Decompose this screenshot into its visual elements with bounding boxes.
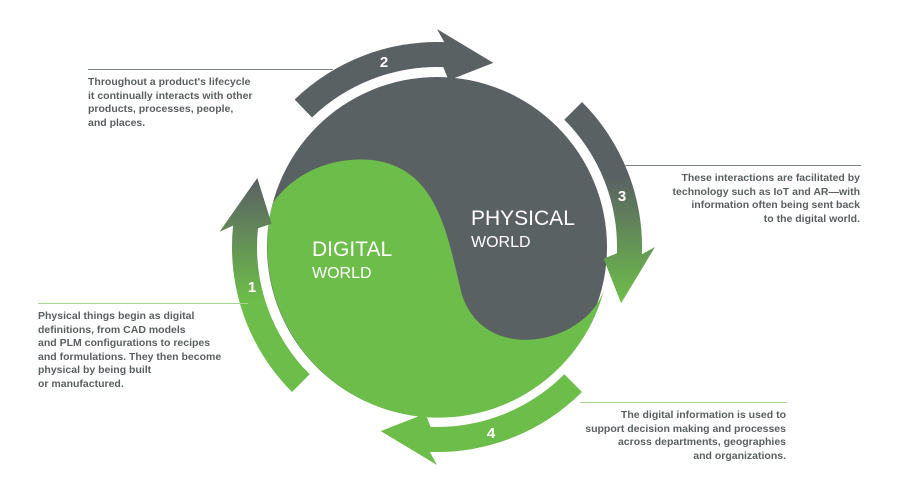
- step-number-2: 2: [380, 54, 388, 71]
- text-line: products, processes, people,: [88, 103, 234, 115]
- text-line: physical by being built: [38, 364, 152, 376]
- text-line: These interactions are facilitated by: [681, 172, 860, 184]
- divider-step-1: [38, 303, 248, 304]
- text-line: or manufactured.: [38, 377, 124, 390]
- step-3-description: These interactions are facilitated by te…: [673, 172, 860, 226]
- text-line: across departments, geographies: [617, 436, 786, 448]
- digital-world-title: DIGITAL: [312, 238, 392, 261]
- text-line: and formulations. They then become: [38, 350, 222, 363]
- digital-world-region: [267, 159, 604, 418]
- divider-step-4: [580, 402, 787, 403]
- arrow-step-4: [380, 374, 582, 465]
- text-line: Physical things begin as digital: [38, 310, 195, 322]
- arrow-step-1: [219, 178, 310, 392]
- step-number-4: 4: [487, 425, 496, 442]
- text-line: to the digital world.: [763, 212, 860, 225]
- text-line: support decision making and processes: [585, 422, 786, 435]
- text-line: and PLM configurations to recipes: [38, 337, 211, 349]
- text-line: and organizations.: [693, 449, 786, 462]
- arrow-step-3: [564, 102, 655, 304]
- text-line: it continually interacts with other: [88, 89, 253, 102]
- step-2-description: Throughout a product's lifecycle it cont…: [88, 76, 253, 130]
- text-line: information often being sent back: [691, 199, 860, 211]
- divider-step-2: [88, 69, 333, 70]
- text-line: The digital information is used to: [620, 409, 786, 421]
- physical-world-title: PHYSICAL: [471, 207, 575, 230]
- text-line: and places.: [88, 116, 146, 129]
- physical-world-subtitle: WORLD: [471, 234, 531, 251]
- text-line: definitions, from CAD models: [38, 323, 186, 336]
- step-4-description: The digital information is used to suppo…: [585, 409, 786, 463]
- digital-world-subtitle: WORLD: [312, 265, 372, 282]
- step-number-3: 3: [618, 188, 626, 205]
- text-line: technology such as IoT and AR—with: [672, 185, 860, 198]
- step-1-description: Physical things begin as digital definit…: [38, 310, 221, 391]
- step-number-1: 1: [248, 279, 256, 296]
- text-line: Throughout a product's lifecycle: [88, 76, 251, 88]
- divider-step-3: [625, 165, 861, 166]
- arrow-step-2: [294, 29, 494, 118]
